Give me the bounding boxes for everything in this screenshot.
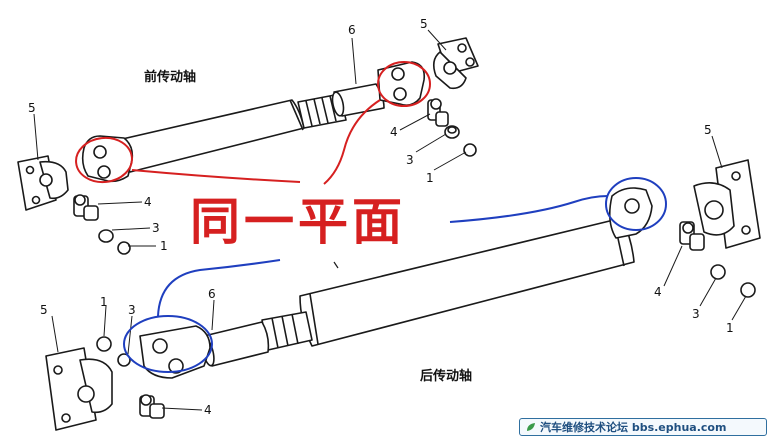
red-circle-front-left-yoke <box>75 136 133 184</box>
part-label-5: 5 <box>28 101 36 115</box>
part-label-1: 1 <box>160 239 168 253</box>
part-label-4: 4 <box>144 195 152 209</box>
center-tick <box>333 261 339 269</box>
part-label-4: 4 <box>204 403 212 417</box>
leader-lines <box>33 29 747 411</box>
part-label-5: 5 <box>704 123 712 137</box>
part-label-3: 3 <box>128 303 136 317</box>
red-line-right <box>323 99 381 185</box>
footer-text: 汽车维修技术论坛 bbs.ephua.com <box>540 421 727 434</box>
part-label-1: 1 <box>100 295 108 309</box>
same-plane-annotation: 同一平面 <box>190 193 406 251</box>
forum-footer-link[interactable]: 汽车维修技术论坛 bbs.ephua.com <box>519 418 767 436</box>
red-line-left <box>131 169 301 183</box>
leaf-icon <box>527 423 535 431</box>
part-label-3: 3 <box>152 221 160 235</box>
blue-circle-rear-right-yoke <box>605 177 667 231</box>
part-label-5: 5 <box>420 17 428 31</box>
part-label-6: 6 <box>208 287 216 301</box>
part-label-5: 5 <box>40 303 48 317</box>
front-shaft <box>17 37 479 211</box>
red-circle-front-right-yoke <box>377 61 431 107</box>
blue-markup <box>123 177 667 373</box>
blue-line-left <box>157 259 281 317</box>
part-label-6: 6 <box>348 23 356 37</box>
part-label-4: 4 <box>390 125 398 139</box>
blue-line-right <box>449 195 609 223</box>
part-label-1: 1 <box>426 171 434 185</box>
red-markup <box>75 61 431 185</box>
front-shaft-title: 前传动轴 <box>144 70 197 85</box>
rear-small-parts <box>96 221 756 419</box>
blue-circle-rear-left-yoke <box>123 315 213 373</box>
part-label-3: 3 <box>406 153 414 167</box>
front-small-parts <box>73 98 477 255</box>
part-label-3: 3 <box>692 307 700 321</box>
rear-shaft-title: 后传动轴 <box>420 369 473 384</box>
part-label-1: 1 <box>726 321 734 335</box>
rear-shaft <box>45 159 761 431</box>
part-label-4: 4 <box>654 285 662 299</box>
